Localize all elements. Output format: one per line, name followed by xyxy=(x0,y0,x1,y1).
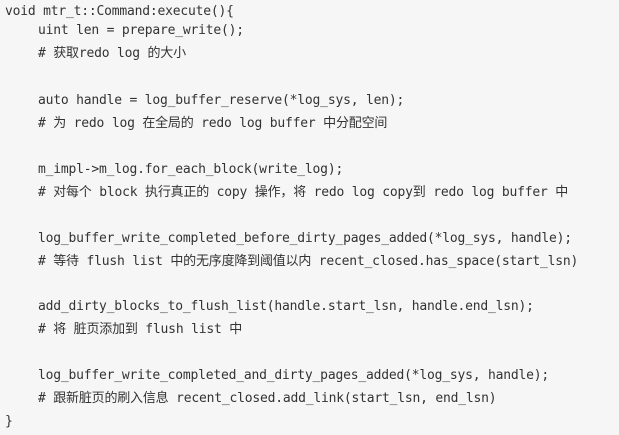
code-line-closing-brace: } xyxy=(5,414,13,429)
code-line-write-completed-and: log_buffer_write_completed_and_dirty_pag… xyxy=(38,368,549,383)
code-line-prepare-write: uint len = prepare_write(); xyxy=(38,23,244,38)
code-comment-copy-operation: # 对每个 block 执行真正的 copy 操作，将 redo log cop… xyxy=(38,185,569,200)
code-comment-update-flush-info: # 跟新脏页的刷入信息 recent_closed.add_link(start… xyxy=(38,391,497,406)
code-line-for-each-block: m_impl->m_log.for_each_block(write_log); xyxy=(38,162,344,177)
code-comment-allocate-space: # 为 redo log 在全局的 redo log buffer 中分配空间 xyxy=(38,116,388,131)
code-line-add-dirty-blocks: add_dirty_blocks_to_flush_list(handle.st… xyxy=(38,299,534,314)
code-line-buffer-reserve: auto handle = log_buffer_reserve(*log_sy… xyxy=(38,93,405,108)
code-line-write-completed-before: log_buffer_write_completed_before_dirty_… xyxy=(38,231,572,246)
code-line-function-signature: void mtr_t::Command:execute(){ xyxy=(5,4,234,19)
code-comment-add-dirty-pages: # 将 脏页添加到 flush list 中 xyxy=(38,322,243,337)
code-comment-wait-flush-list: # 等待 flush list 中的无序度降到阈值以内 recent_close… xyxy=(38,254,579,269)
code-comment-get-redo-size: # 获取redo log 的大小 xyxy=(38,46,186,61)
